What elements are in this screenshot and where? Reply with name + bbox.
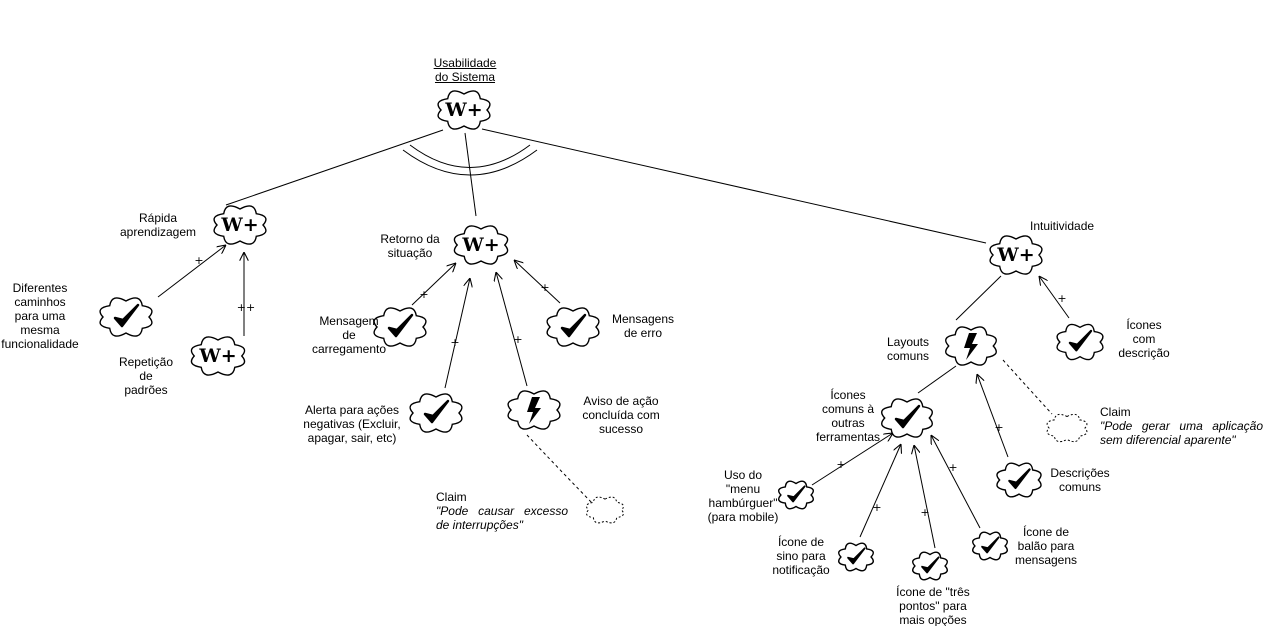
label-root: Usabilidade do Sistema <box>433 56 497 84</box>
label-mensagem-carregamento: Mensagem de carregamento <box>311 314 387 356</box>
label-sino: Ícone de sino para notificação <box>772 535 830 577</box>
softgoal-aviso[interactable] <box>507 390 561 430</box>
softgoal-diferentes[interactable] <box>99 297 153 337</box>
softgoal-rapida[interactable]: W+ <box>213 205 267 245</box>
check-icon <box>387 313 414 338</box>
wplus-icon: W+ <box>996 244 1034 266</box>
contribution-link <box>811 433 893 486</box>
label-balao: Ícone de balão para mensagens <box>1014 525 1078 567</box>
contribution-label: + <box>920 506 929 519</box>
softgoal-menu-hamburguer[interactable] <box>778 480 814 510</box>
contribution-label: + <box>1057 292 1066 305</box>
contribution-link <box>157 245 226 298</box>
contribution-link <box>977 374 1009 458</box>
claim-link <box>1002 359 1053 415</box>
check-icon <box>1068 329 1093 352</box>
lightning-icon <box>964 333 978 360</box>
softgoal-repeticao[interactable]: W+ <box>190 336 246 376</box>
claim-link <box>526 434 595 506</box>
claim-diferencial: Claim"Pode gerar uma aplicação sem difer… <box>1100 405 1263 447</box>
claim-text: "Pode causar excesso de interrupções" <box>436 504 568 532</box>
softgoal-alerta[interactable] <box>409 393 463 433</box>
contribution-label: + <box>994 421 1003 434</box>
softgoal-retorno[interactable]: W+ <box>453 225 509 265</box>
contribution-label: ++ <box>237 301 255 314</box>
contribution-label: + <box>450 336 459 349</box>
softgoal-descricoes-comuns[interactable] <box>996 462 1042 498</box>
contribution-link <box>496 272 528 387</box>
wplus-icon: W+ <box>198 345 236 367</box>
decomposition-link <box>955 275 1002 321</box>
contribution-label: + <box>948 461 957 474</box>
contribution-link <box>1039 276 1070 319</box>
claim-title: Claim <box>1100 405 1131 419</box>
label-intuitividade: Intuitividade <box>1030 219 1095 233</box>
decomposition-link <box>481 128 987 244</box>
label-repeticao: Repetição de padrões <box>118 355 174 397</box>
decomposition-link <box>464 132 477 217</box>
claim-title: Claim <box>436 490 467 504</box>
wplus-icon: W+ <box>220 214 258 236</box>
contribution-link <box>514 260 561 304</box>
claim-cloud-interrupcoes[interactable] <box>586 496 624 524</box>
softgoal-mensagem-carregamento[interactable] <box>373 307 427 347</box>
label-descricoes-comuns: Descrições comuns <box>1050 466 1110 494</box>
decomposition-link <box>225 129 444 206</box>
check-icon <box>981 536 1000 554</box>
contribution-label: + <box>513 333 522 346</box>
wplus-icon: W+ <box>461 234 499 256</box>
lightning-icon <box>527 397 541 424</box>
check-icon <box>847 547 866 565</box>
contribution-link <box>931 435 981 529</box>
label-layouts: Layouts comuns <box>886 335 930 363</box>
check-icon <box>787 485 806 503</box>
contribution-label: + <box>836 458 845 471</box>
label-menu-hamburguer: Uso do "menu hambúrguer" (para mobile) <box>707 468 779 524</box>
label-rapida: Rápida aprendizagem <box>119 211 197 239</box>
softgoal-root[interactable]: W+ <box>437 90 491 130</box>
softgoal-layouts[interactable] <box>945 326 997 366</box>
softgoal-icones-comuns[interactable] <box>881 398 933 438</box>
claim-interrupcoes: Claim"Pode causar excesso de interrupçõe… <box>436 490 568 532</box>
claim-cloud-diferencial[interactable] <box>1046 413 1088 443</box>
label-retorno: Retorno da situação <box>380 232 440 260</box>
check-icon <box>894 404 921 429</box>
softgoal-intuitividade[interactable]: W+ <box>989 235 1043 275</box>
and-arc-outer <box>402 149 538 176</box>
check-icon <box>921 556 940 574</box>
decomposition-link <box>917 365 957 394</box>
softgoal-icones-descricao[interactable] <box>1056 323 1104 361</box>
contribution-link <box>859 444 901 538</box>
label-icones-descricao: Ícones com descrição <box>1118 318 1170 360</box>
check-icon <box>1008 468 1031 490</box>
label-diferentes: Diferentes caminhos para uma mesma funci… <box>1 281 79 351</box>
contribution-label: + <box>419 288 428 301</box>
label-icones-comuns: Ícones comuns à outras ferramentas <box>815 388 881 444</box>
softgoal-sino[interactable] <box>838 542 874 572</box>
softgoal-mensagens-erro[interactable] <box>546 307 600 347</box>
label-aviso: Aviso de ação concluída com sucesso <box>582 394 660 436</box>
contribution-label: + <box>540 281 549 294</box>
label-alerta: Alerta para ações negativas (Excluir, ap… <box>303 403 401 445</box>
check-icon <box>423 399 450 424</box>
contribution-link <box>914 445 936 549</box>
wplus-icon: W+ <box>444 99 482 121</box>
contribution-label: + <box>872 501 881 514</box>
and-arc-inner <box>409 144 531 168</box>
check-icon <box>113 303 140 328</box>
label-tres-pontos: Ícone de "três pontos" para mais opções <box>896 585 970 626</box>
contribution-label: + <box>194 254 203 267</box>
contribution-link <box>411 263 456 306</box>
label-mensagens-erro: Mensagens de erro <box>611 312 675 340</box>
softgoal-balao[interactable] <box>972 531 1008 561</box>
claim-text: "Pode gerar uma aplicação sem diferencia… <box>1100 419 1263 447</box>
contribution-link <box>444 278 470 389</box>
check-icon <box>560 313 587 338</box>
softgoal-tres-pontos[interactable] <box>912 551 948 581</box>
